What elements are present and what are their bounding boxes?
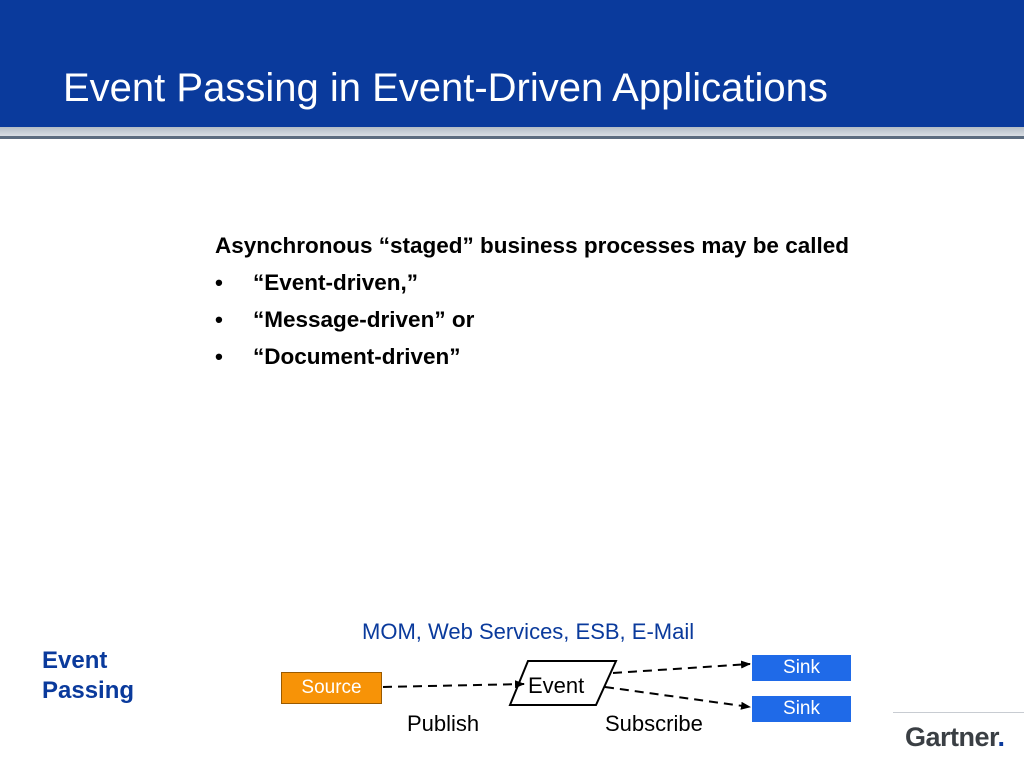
subscribe-arrow-1	[612, 660, 751, 674]
intro-text: Asynchronous “staged” business processes…	[215, 233, 849, 258]
bullet-item: • “Event-driven,”	[215, 268, 915, 298]
subscribe-label: Subscribe	[605, 711, 703, 736]
content-block: Asynchronous “staged” business processes…	[215, 231, 915, 372]
event-parallelogram	[508, 660, 618, 706]
title-divider-line	[0, 136, 1024, 139]
bullet-item: • “Message-driven” or	[215, 305, 915, 335]
slide-title: Event Passing in Event-Driven Applicatio…	[63, 66, 828, 110]
gartner-logo: Gartner.	[905, 722, 1005, 753]
bullet-marker: •	[215, 307, 223, 332]
logo-divider	[893, 712, 1024, 713]
bullet-text: “Message-driven” or	[253, 307, 475, 332]
logo-text: Gartner	[905, 722, 998, 752]
event-passing-heading-line2: Passing	[42, 677, 135, 704]
publish-label: Publish	[407, 711, 480, 736]
title-bar	[0, 0, 1024, 127]
bullet-item: • “Document-driven”	[215, 342, 915, 372]
event-label: Event	[528, 673, 585, 698]
event-passing-heading-line1: Event	[42, 647, 108, 674]
bullet-text: “Event-driven,”	[253, 270, 419, 295]
logo-dot: .	[997, 722, 1006, 752]
event-passing-heading: Event Passing	[42, 646, 134, 706]
bullet-marker: •	[215, 270, 223, 295]
subscribe-arrow-2	[604, 686, 751, 710]
bullet-marker: •	[215, 344, 223, 369]
channel-label: MOM, Web Services, ESB, E-Mail	[362, 619, 695, 644]
source-box: Source	[281, 672, 382, 704]
title-divider	[0, 127, 1024, 136]
sink-box: Sink	[752, 655, 851, 681]
sink-box: Sink	[752, 696, 851, 722]
publish-arrow	[382, 680, 525, 689]
bullet-text: “Document-driven”	[253, 344, 461, 369]
